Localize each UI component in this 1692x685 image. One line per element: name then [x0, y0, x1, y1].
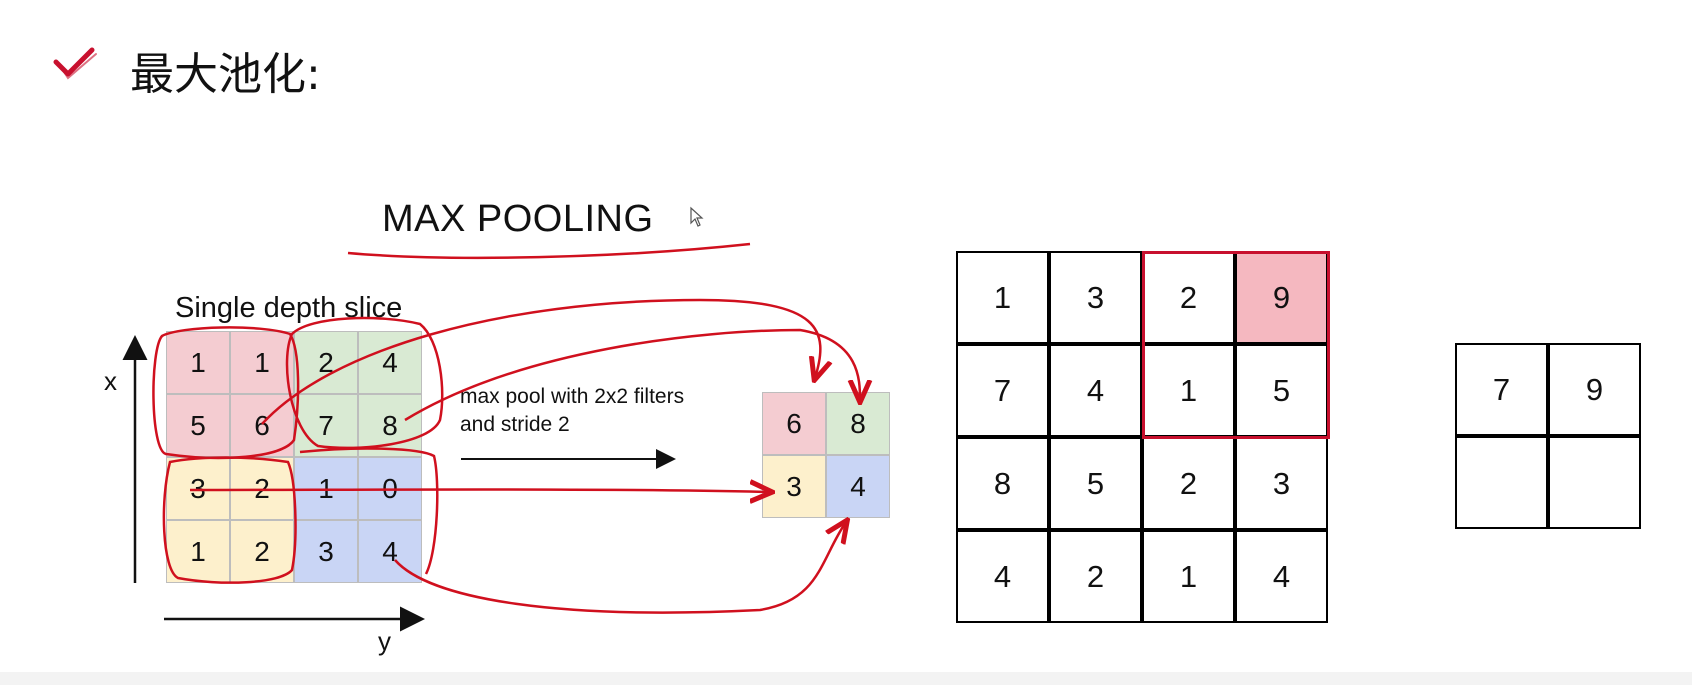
result-cell [1455, 436, 1548, 529]
example-cell: 4 [1049, 344, 1142, 437]
example-cell: 8 [956, 437, 1049, 530]
input-cell: 5 [166, 394, 230, 457]
pink-loop [152, 326, 300, 460]
arrow-to-6 [261, 298, 820, 425]
example-cell: 5 [1049, 437, 1142, 530]
cursor-icon [689, 206, 705, 233]
output-cell: 4 [826, 455, 890, 518]
example-cell: 2 [1049, 530, 1142, 623]
pool-description: max pool with 2x2 filters and stride 2 [460, 383, 684, 439]
input-cell: 2 [230, 520, 294, 583]
example-cell: 4 [956, 530, 1049, 623]
input-cell: 3 [294, 520, 358, 583]
pool-description-line-2: and stride 2 [460, 413, 570, 436]
yellow-loop [162, 456, 297, 584]
example-cell: 3 [1235, 437, 1328, 530]
input-cell: 1 [230, 331, 294, 394]
check-icon [50, 44, 100, 89]
y-axis-label: y [378, 626, 391, 656]
example-cell: 3 [1049, 251, 1142, 344]
arrow-to-8 [404, 328, 860, 422]
result-cell: 9 [1548, 343, 1641, 436]
example-cell: 1 [1142, 344, 1235, 437]
green-loop [285, 316, 444, 450]
heading-underline [347, 242, 751, 260]
output-cell: 6 [762, 392, 826, 455]
blue-loop [299, 447, 439, 575]
x-axis-label: x [104, 366, 117, 396]
input-cell: 3 [166, 457, 230, 520]
example-cell: 7 [956, 344, 1049, 437]
result-cell [1548, 436, 1641, 529]
arrow-to-3 [189, 490, 770, 493]
pool-description-line-1: max pool with 2x2 filters [460, 385, 685, 408]
input-cell: 2 [294, 331, 358, 394]
page-title: 最大池化: [130, 49, 321, 100]
example-cell: 1 [1142, 530, 1235, 623]
example-grid: 1 3 2 9 7 4 1 5 8 5 2 3 4 2 1 4 [956, 251, 1330, 624]
input-cell: 2 [230, 457, 294, 520]
input-cell: 1 [166, 520, 230, 583]
input-cell: 1 [166, 331, 230, 394]
example-cell: 4 [1235, 530, 1328, 623]
example-cell: 5 [1235, 344, 1328, 437]
bottom-bar [0, 672, 1692, 685]
result-grid: 7 9 [1455, 343, 1641, 529]
max-pooling-heading: MAX POOLING [382, 198, 654, 240]
arrow-to-4 [394, 522, 846, 614]
example-cell: 1 [956, 251, 1049, 344]
result-cell: 7 [1455, 343, 1548, 436]
